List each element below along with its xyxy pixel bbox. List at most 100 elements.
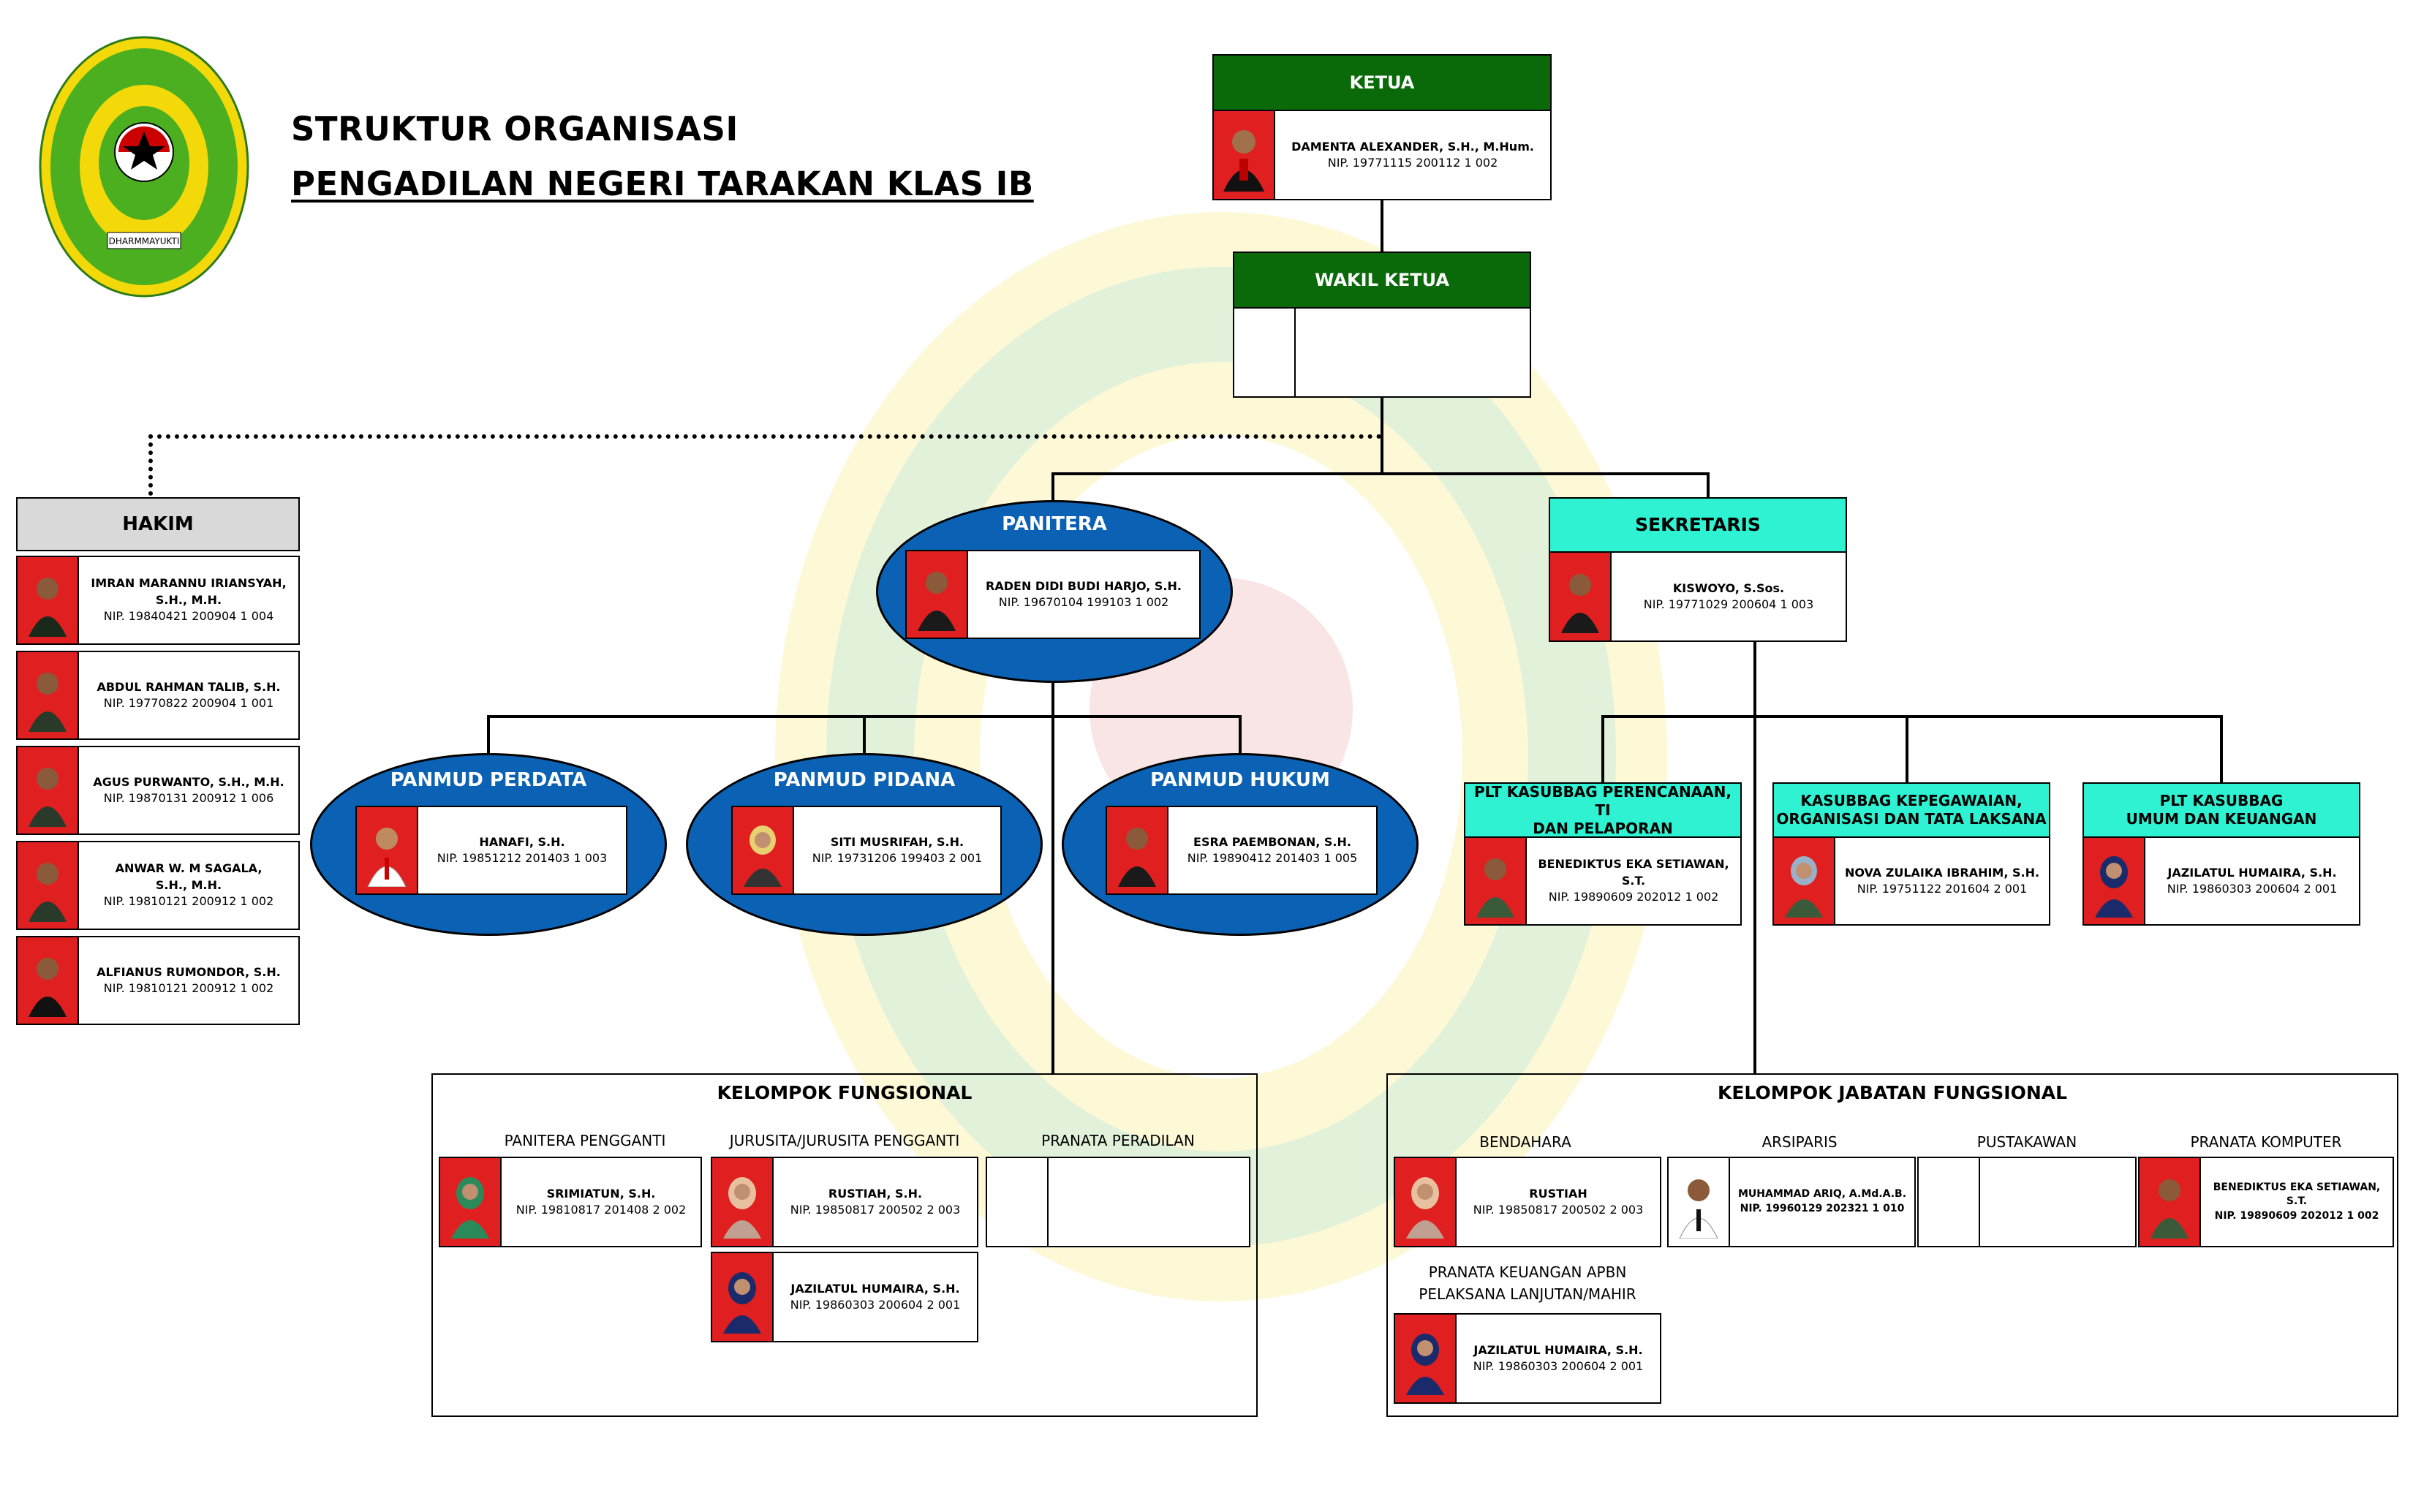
- avatar: [357, 807, 418, 893]
- jurusita-nip: NIP. 19850817 200502 2 003: [790, 1203, 961, 1217]
- connector: [1753, 640, 1756, 1075]
- jurusita-name: RUSTIAH, S.H.: [828, 1186, 923, 1201]
- connector: [1601, 715, 2223, 718]
- avatar: [18, 842, 79, 929]
- kasubbag-kepeg-label2: ORGANISASI DAN TATA LAKSANA: [1776, 810, 2047, 828]
- hakim-name-2: S.H., M.H.: [155, 592, 222, 607]
- panmud-hukum-nip: NIP. 19890412 201403 1 005: [1187, 851, 1358, 865]
- arsiparis-card[interactable]: MUHAMMAD ARIQ, A.Md.A.B. NIP. 19960129 2…: [1667, 1157, 1916, 1247]
- connector: [1707, 472, 1710, 499]
- panitera-pengganti-card[interactable]: SRIMIATUN, S.H. NIP. 19810817 201408 2 0…: [439, 1157, 702, 1247]
- connector: [1239, 715, 1242, 766]
- panmud-pidana-name: SITI MUSRIFAH, S.H.: [830, 834, 964, 849]
- bendahara-nip: NIP. 19850817 200502 2 003: [1473, 1203, 1644, 1217]
- hakim-card[interactable]: ABDUL RAHMAN TALIB, S.H. NIP. 19770822 2…: [16, 651, 300, 740]
- connector: [1051, 680, 1054, 1075]
- hakim-name: IMRAN MARANNU IRIANSYAH,: [91, 576, 287, 591]
- connector: [2220, 715, 2223, 784]
- kasubbag-kepeg-name: NOVA ZULAIKA IBRAHIM, S.H.: [1844, 865, 2040, 880]
- pranata-komputer-nip: NIP. 19890609 202012 1 002: [2214, 1209, 2379, 1222]
- avatar-placeholder: [987, 1158, 1049, 1246]
- bendahara-label: BENDAHARA: [1479, 1133, 1571, 1151]
- avatar: [1550, 553, 1612, 640]
- ketua-nip: NIP. 19771115 200112 1 002: [1327, 156, 1498, 170]
- avatar: [712, 1158, 774, 1246]
- chart-title-line2: PENGADILAN NEGERI TARAKAN KLAS IB: [291, 165, 1034, 203]
- panitera-pengganti-label: PANITERA PENGGANTI: [504, 1132, 666, 1149]
- hakim-nip: NIP. 19810121 200912 1 002: [103, 981, 274, 995]
- kasubbag-kepeg-nip: NIP. 19751122 201604 2 001: [1857, 882, 2028, 896]
- pranata-komputer-name: BENEDIKTUS EKA SETIAWAN, S.T.: [2213, 1181, 2381, 1208]
- hakim-card[interactable]: ANWAR W. M SAGALA, S.H., M.H. NIP. 19810…: [16, 841, 300, 930]
- arsiparis-nip: NIP. 19960129 202321 1 010: [1740, 1203, 1905, 1214]
- panmud-perdata-card[interactable]: HANAFI, S.H. NIP. 19851212 201403 1 003: [355, 806, 627, 895]
- avatar: [733, 807, 794, 893]
- avatar: [1465, 838, 1527, 924]
- hakim-name-2: S.H., M.H.: [155, 877, 222, 892]
- arsiparis-label: ARSIPARIS: [1761, 1133, 1838, 1151]
- panmud-hukum-name: ESRA PAEMBONAN, S.H.: [1193, 834, 1351, 849]
- pustakawan-label: PUSTAKAWAN: [1976, 1133, 2077, 1151]
- panitera-label: PANITERA: [1002, 513, 1107, 535]
- panmud-perdata-name: HANAFI, S.H.: [479, 834, 565, 849]
- hakim-nip: NIP. 19840421 200904 1 004: [103, 609, 274, 624]
- kasubbag-kepeg-header: KASUBBAG KEPEGAWAIAN, ORGANISASI DAN TAT…: [1772, 782, 2050, 838]
- connector: [487, 715, 490, 766]
- panmud-pidana-nip: NIP. 19731206 199403 2 001: [812, 851, 983, 865]
- pranata-keuangan-label1: PRANATA KEUANGAN APBN: [1428, 1263, 1627, 1281]
- jurusita-card[interactable]: JAZILATUL HUMAIRA, S.H. NIP. 19860303 20…: [711, 1252, 978, 1342]
- hakim-nip: NIP. 19870131 200912 1 006: [103, 791, 274, 805]
- avatar-placeholder: [1919, 1158, 1980, 1246]
- avatar: [712, 1253, 774, 1341]
- panitera-card[interactable]: RADEN DIDI BUDI HARJO, S.H. NIP. 1967010…: [905, 550, 1201, 639]
- jurusita-label: JURUSITA/JURUSITA PENGGANTI: [729, 1132, 960, 1149]
- pranata-keuangan-name: JAZILATUL HUMAIRA, S.H.: [1473, 1342, 1643, 1357]
- kelompok-jabatan-fungsional-title: KELOMPOK JABATAN FUNGSIONAL: [1717, 1082, 2068, 1103]
- hakim-card[interactable]: ALFIANUS RUMONDOR, S.H. NIP. 19810121 20…: [16, 936, 300, 1025]
- pranata-peradilan-card[interactable]: [986, 1157, 1250, 1247]
- bendahara-card[interactable]: RUSTIAH NIP. 19850817 200502 2 003: [1394, 1157, 1661, 1247]
- panmud-hukum-card[interactable]: ESRA PAEMBONAN, S.H. NIP. 19890412 20140…: [1106, 806, 1378, 895]
- hakim-card[interactable]: AGUS PURWANTO, S.H., M.H. NIP. 19870131 …: [16, 746, 300, 835]
- kasubbag-umum-name: JAZILATUL HUMAIRA, S.H.: [2167, 865, 2337, 880]
- avatar: [1214, 111, 1275, 199]
- pranata-peradilan-label: PRANATA PERADILAN: [1041, 1132, 1195, 1149]
- hakim-card[interactable]: IMRAN MARANNU IRIANSYAH, S.H., M.H. NIP.…: [16, 556, 300, 645]
- avatar: [18, 747, 79, 834]
- jurusita-card[interactable]: RUSTIAH, S.H. NIP. 19850817 200502 2 003: [711, 1157, 978, 1247]
- kelompok-jabatan-fungsional-box: [1386, 1073, 2398, 1417]
- pranata-komputer-card[interactable]: BENEDIKTUS EKA SETIAWAN, S.T. NIP. 19890…: [2138, 1157, 2394, 1247]
- ketua-card[interactable]: DAMENTA ALEXANDER, S.H., M.Hum. NIP. 197…: [1212, 110, 1552, 200]
- avatar: [2140, 1158, 2201, 1246]
- kasubbag-ptip-label1: PLT KASUBBAG PERENCANAAN, TI: [1474, 782, 1732, 819]
- kasubbag-ptip-name: BENEDIKTUS EKA SETIAWAN, S.T.: [1538, 857, 1729, 888]
- kasubbag-kepeg-label1: KASUBBAG KEPEGAWAIAN,: [1800, 792, 2023, 809]
- avatar: [18, 937, 79, 1024]
- panmud-pidana-card[interactable]: SITI MUSRIFAH, S.H. NIP. 19731206 199403…: [731, 806, 1002, 895]
- sekretaris-card[interactable]: KISWOYO, S.Sos. NIP. 19771029 200604 1 0…: [1549, 551, 1847, 642]
- connector: [1601, 715, 1604, 784]
- panmud-hukum-label: PANMUD HUKUM: [1150, 769, 1330, 791]
- sekretaris-name: KISWOYO, S.Sos.: [1672, 581, 1785, 595]
- hakim-name: AGUS PURWANTO, S.H., M.H.: [93, 774, 284, 789]
- connector: [1381, 395, 1383, 475]
- court-logo: DHARMMAYUKTI: [39, 36, 249, 298]
- kasubbag-umum-label1: PLT KASUBBAG: [2159, 792, 2284, 809]
- wakil-ketua-card[interactable]: [1233, 307, 1531, 398]
- sekretaris-nip: NIP. 19771029 200604 1 003: [1643, 597, 1814, 611]
- hakim-header: HAKIM: [16, 497, 300, 551]
- dotted-connector: [148, 434, 1382, 439]
- kasubbag-kepeg-card[interactable]: NOVA ZULAIKA IBRAHIM, S.H. NIP. 19751122…: [1772, 836, 2050, 926]
- kasubbag-umum-nip: NIP. 19860303 200604 2 001: [2167, 882, 2338, 896]
- sekretaris-header: SEKRETARIS: [1549, 497, 1847, 553]
- kasubbag-umum-card[interactable]: JAZILATUL HUMAIRA, S.H. NIP. 19860303 20…: [2082, 836, 2360, 926]
- connector: [1051, 472, 1710, 475]
- pranata-keuangan-card[interactable]: JAZILATUL HUMAIRA, S.H. NIP. 19860303 20…: [1394, 1313, 1661, 1404]
- pranata-keuangan-label2: PELAKSANA LANJUTAN/MAHIR: [1419, 1285, 1636, 1303]
- ketua-name: DAMENTA ALEXANDER, S.H., M.Hum.: [1291, 139, 1534, 154]
- dotted-connector: [148, 434, 153, 496]
- pustakawan-card[interactable]: [1917, 1157, 2137, 1247]
- kasubbag-ptip-card[interactable]: BENEDIKTUS EKA SETIAWAN, S.T. NIP. 19890…: [1464, 836, 1742, 926]
- avatar: [18, 652, 79, 738]
- panmud-pidana-label: PANMUD PIDANA: [773, 769, 956, 791]
